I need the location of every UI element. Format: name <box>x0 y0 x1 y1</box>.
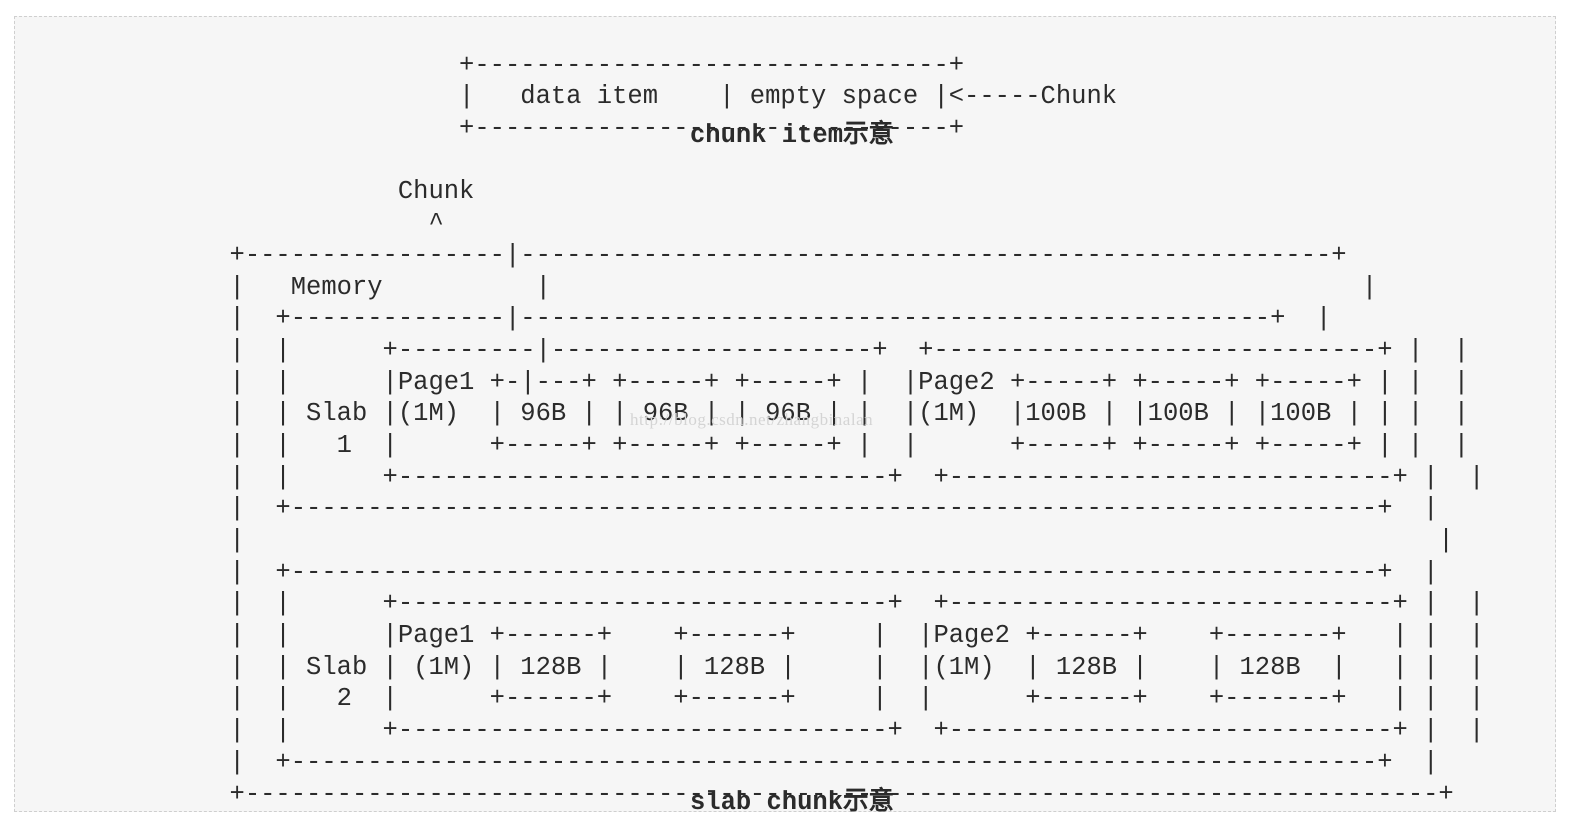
diagram-line: +---------------------------------------… <box>76 779 1454 809</box>
diagram-line: | | +--------------------------------+ +… <box>76 462 1485 492</box>
diagram-line: | | Slab | (1M) | 128B | | 128B | | |(1M… <box>76 652 1485 682</box>
diagram-frame <box>14 16 1556 812</box>
diagram-line: | | +--------------------------------+ +… <box>76 716 1485 746</box>
ascii-diagram: +-------------------------------+ | data… <box>77 18 1485 810</box>
diagram-line: | | <box>76 526 1454 555</box>
diagram-line: | | 1 | +-----+ +-----+ +-----+ | | +---… <box>76 430 1470 460</box>
diagram-line: | data item | empty space |<-----Chunk <box>76 82 1118 112</box>
slab-chunk-caption: slab chunk示意 <box>689 788 895 817</box>
diagram-line: | | |Page1 +-|---+ +-----+ +-----+ | |Pa… <box>76 367 1470 397</box>
diagram-line: | | +--------------------------------+ +… <box>76 589 1485 619</box>
diagram-line: | | 2 | +------+ +------+ | | +------+ +… <box>76 684 1485 714</box>
diagram-line: | | Slab |(1M) | 96B | | 96B | | 96B | |… <box>76 399 1470 429</box>
diagram-line: | +-------------------------------------… <box>76 747 1439 777</box>
diagram-line: Chunk <box>76 177 475 207</box>
diagram-line: +-------------------------------+ <box>76 114 965 144</box>
diagram-line <box>77 18 1485 50</box>
watermark: http://blog.csdn.net/zhangbinalan <box>630 410 874 429</box>
diagram-line: | | |Page1 +------+ +------+ | |Page2 +-… <box>76 621 1485 651</box>
diagram-line: | Memory | | <box>76 272 1378 302</box>
diagram-line: | | +---------|---------------------+ +-… <box>76 335 1470 365</box>
diagram-line: ^ <box>76 209 444 239</box>
diagram-line: +-----------------|---------------------… <box>76 240 1347 270</box>
diagram-line: +-------------------------------+ <box>76 50 965 80</box>
diagram-line: | +-------------------------------------… <box>76 494 1439 524</box>
diagram-line: | +-------------------------------------… <box>76 557 1439 587</box>
diagram-line: | +--------------|----------------------… <box>76 304 1332 334</box>
chunk-item-caption: chunk item示意 <box>689 121 895 150</box>
